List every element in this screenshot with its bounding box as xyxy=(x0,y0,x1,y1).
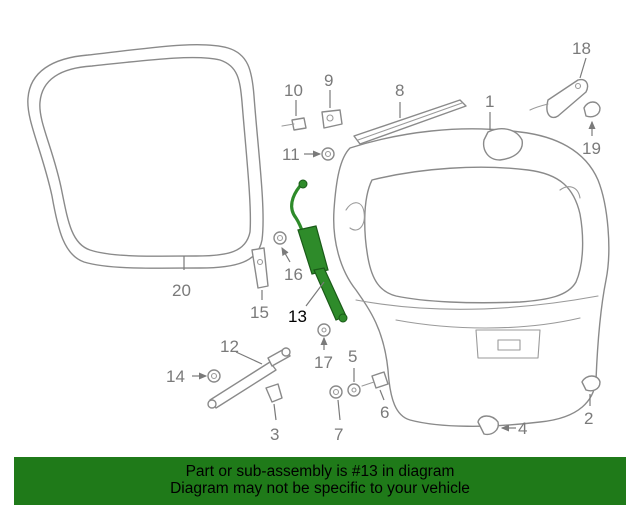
callout-4: 4 xyxy=(518,419,527,438)
parts-diagram: 1 2 3 4 5 6 7 8 9 10 11 12 13 14 15 16 1… xyxy=(27,39,610,444)
callout-2: 2 xyxy=(584,409,593,428)
callout-7: 7 xyxy=(334,425,343,444)
callout-3: 3 xyxy=(270,425,279,444)
callout-17: 17 xyxy=(314,353,333,372)
callout-10: 10 xyxy=(284,81,303,100)
part-20-weatherstrip[interactable] xyxy=(27,44,264,269)
callout-14: 14 xyxy=(166,367,185,386)
callout-18: 18 xyxy=(572,39,591,58)
callout-5: 5 xyxy=(348,347,357,366)
callout-6: 6 xyxy=(380,403,389,422)
callout-12: 12 xyxy=(220,337,239,356)
part-5-washer[interactable] xyxy=(347,383,361,397)
part-6-bolt[interactable] xyxy=(361,371,389,389)
info-banner: Part or sub-assembly is #13 in diagram D… xyxy=(14,457,626,505)
callout-19: 19 xyxy=(582,139,601,158)
callout-11: 11 xyxy=(282,145,300,164)
part-4-bumper[interactable] xyxy=(477,415,499,436)
part-13-lift-support[interactable] xyxy=(290,179,348,323)
part-14-bolt[interactable] xyxy=(207,369,221,383)
part-1-liftgate[interactable] xyxy=(332,128,610,427)
banner-line-1: Part or sub-assembly is #13 in diagram xyxy=(185,463,455,480)
part-3-clip[interactable] xyxy=(265,383,283,403)
part-17-washer[interactable] xyxy=(317,323,331,337)
part-15-hinge-bracket[interactable] xyxy=(251,247,269,289)
part-11-nut[interactable] xyxy=(321,147,335,161)
part-7-nut[interactable] xyxy=(329,385,343,399)
part-12-lift-support[interactable] xyxy=(207,347,291,409)
callout-15: 15 xyxy=(250,303,269,322)
callout-9: 9 xyxy=(324,71,333,90)
part-9-bracket[interactable] xyxy=(321,109,343,129)
callout-8: 8 xyxy=(395,81,404,100)
part-16-bolt[interactable] xyxy=(273,231,287,245)
callout-13: 13 xyxy=(288,307,307,326)
callout-labels: 1 2 3 4 5 6 7 8 9 10 11 12 13 14 15 16 1… xyxy=(166,39,601,444)
part-2-plug[interactable] xyxy=(581,375,601,392)
banner-line-2: Diagram may not be specific to your vehi… xyxy=(170,480,470,497)
part-8-molding[interactable] xyxy=(353,99,467,145)
leader-lines xyxy=(183,57,596,432)
callout-16: 16 xyxy=(284,265,303,284)
part-10-bolt[interactable] xyxy=(281,117,307,131)
callout-1: 1 xyxy=(485,92,494,111)
part-19-clip[interactable] xyxy=(583,101,601,118)
part-18-bracket[interactable] xyxy=(529,78,589,119)
callout-20: 20 xyxy=(172,281,191,300)
